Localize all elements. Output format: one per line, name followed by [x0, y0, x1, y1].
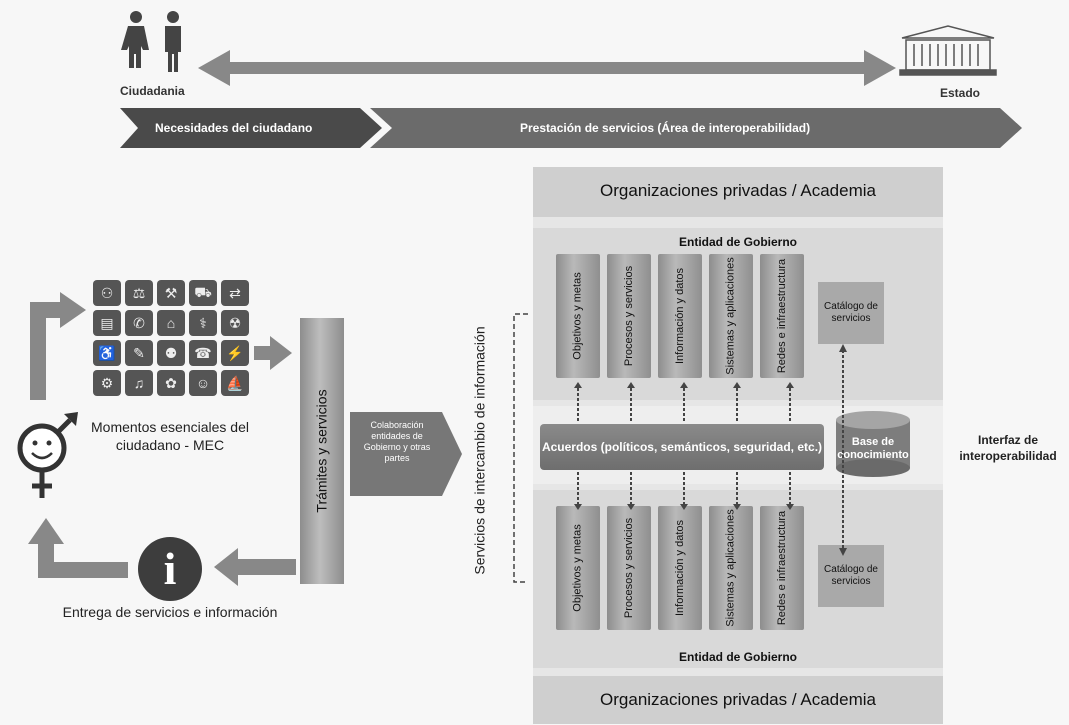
column-procesos: Procesos y servicios [607, 506, 651, 630]
settings-icon: ⚙ [93, 370, 121, 396]
estado-label: Estado [940, 86, 981, 100]
education-icon: ✎ [125, 340, 153, 366]
justice-icon: ⚖ [125, 280, 153, 306]
left-arrows [28, 292, 296, 586]
dashed-bracket [513, 313, 528, 583]
family-icon: ⚇ [93, 280, 121, 306]
column-procesos: Procesos y servicios [607, 254, 651, 378]
flower-icon: ✿ [157, 370, 185, 396]
accessibility-icon: ♿ [93, 340, 121, 366]
org-top-box: Organizaciones privadas / Academia [533, 167, 943, 217]
return-arrow [38, 540, 128, 578]
citizen-smiley-icon [17, 412, 78, 498]
entrega-caption: Entrega de servicios e información [62, 604, 278, 620]
catalog-connector [839, 344, 847, 556]
phone-icon: ✆ [125, 310, 153, 336]
tramites-label: Trámites y servicios [314, 389, 331, 513]
base-conocimiento-label: Base de conocimiento [837, 436, 909, 461]
people-icon: ⚉ [157, 340, 185, 366]
ciudadania-label: Ciudadania [120, 84, 185, 98]
columns-top: Objetivos y metas Procesos y servicios I… [556, 254, 804, 378]
arrow-to-tramites-head [270, 336, 292, 370]
column-informacion: Información y datos [658, 506, 702, 630]
vehicle-icon: ⛟ [189, 280, 217, 306]
columns-bottom: Objetivos y metas Procesos y servicios I… [556, 506, 804, 630]
column-objetivos: Objetivos y metas [556, 506, 600, 630]
org-top-label: Organizaciones privadas / Academia [600, 181, 876, 200]
energy-icon: ⚡ [221, 340, 249, 366]
info-icon: i [138, 537, 202, 601]
column-sistemas: Sistemas y aplicaciones [709, 254, 753, 378]
transfer-icon: ⇄ [221, 280, 249, 306]
entidad-top-label: Entidad de Gobierno [678, 235, 797, 249]
entidad-bottom-label: Entidad de Gobierno [678, 650, 797, 664]
government-building-icon [899, 25, 997, 76]
servicios-intercambio-label: Servicios de intercambio de información [471, 325, 488, 575]
band-left [120, 108, 382, 148]
acuerdos-box: Acuerdos (políticos, semánticos, segurid… [540, 424, 824, 470]
band-right-label: Prestación de servicios (Área de interop… [520, 121, 811, 135]
tools-icon: ⚒ [157, 280, 185, 306]
collab-arrow [350, 412, 462, 496]
interfaz-label: Interfaz de interoperabilidad [959, 433, 1057, 463]
arrow-to-tramites-body [254, 346, 272, 360]
tramites-bar: Trámites y servicios [300, 318, 344, 584]
catalogo-top: Catálogo de servicios [818, 282, 884, 344]
org-bottom-box: Organizaciones privadas / Academia [533, 676, 943, 724]
mec-icon-grid: ⚇ ⚖ ⚒ ⛟ ⇄ ▤ ✆ ⌂ ⚕ ☢ ♿ ✎ ⚉ ☎ ⚡ ⚙ ♫ ✿ ☺ ⛵ [93, 280, 249, 396]
connector-arrows [574, 382, 794, 510]
health-icon: ⚕ [189, 310, 217, 336]
return-arrowhead [28, 518, 64, 544]
up-right-arrow [30, 302, 62, 400]
boat-icon: ⛵ [221, 370, 249, 396]
column-sistemas: Sistemas y aplicaciones [709, 506, 753, 630]
column-objetivos: Objetivos y metas [556, 254, 600, 378]
colaboracion-label: Colaboración entidades de Gobierno y otr… [363, 420, 431, 463]
mec-caption: Momentos esenciales del ciudadano - MEC [91, 419, 249, 453]
band-right [370, 108, 1022, 148]
thumbs-up-icon: ☺ [189, 370, 217, 396]
org-bottom-label: Organizaciones privadas / Academia [600, 690, 876, 709]
arrow-from-tramites-head [214, 548, 238, 586]
knowledge-base-cylinder [836, 411, 910, 477]
column-redes: Redes e infraestructura [760, 254, 804, 378]
up-right-arrowhead [60, 292, 86, 328]
house-icon: ⌂ [157, 310, 185, 336]
hazard-icon: ☢ [221, 310, 249, 336]
top-graphics [120, 11, 1022, 148]
column-informacion: Información y datos [658, 254, 702, 378]
band-left-label: Necesidades del ciudadano [155, 121, 313, 135]
citizens-icon [121, 11, 181, 72]
music-icon: ♫ [125, 370, 153, 396]
catalogo-bottom: Catálogo de servicios [818, 545, 884, 607]
double-arrow [198, 50, 896, 86]
telephone-icon: ☎ [189, 340, 217, 366]
arrow-from-tramites-body [236, 559, 296, 575]
document-icon: ▤ [93, 310, 121, 336]
column-redes: Redes e infraestructura [760, 506, 804, 630]
